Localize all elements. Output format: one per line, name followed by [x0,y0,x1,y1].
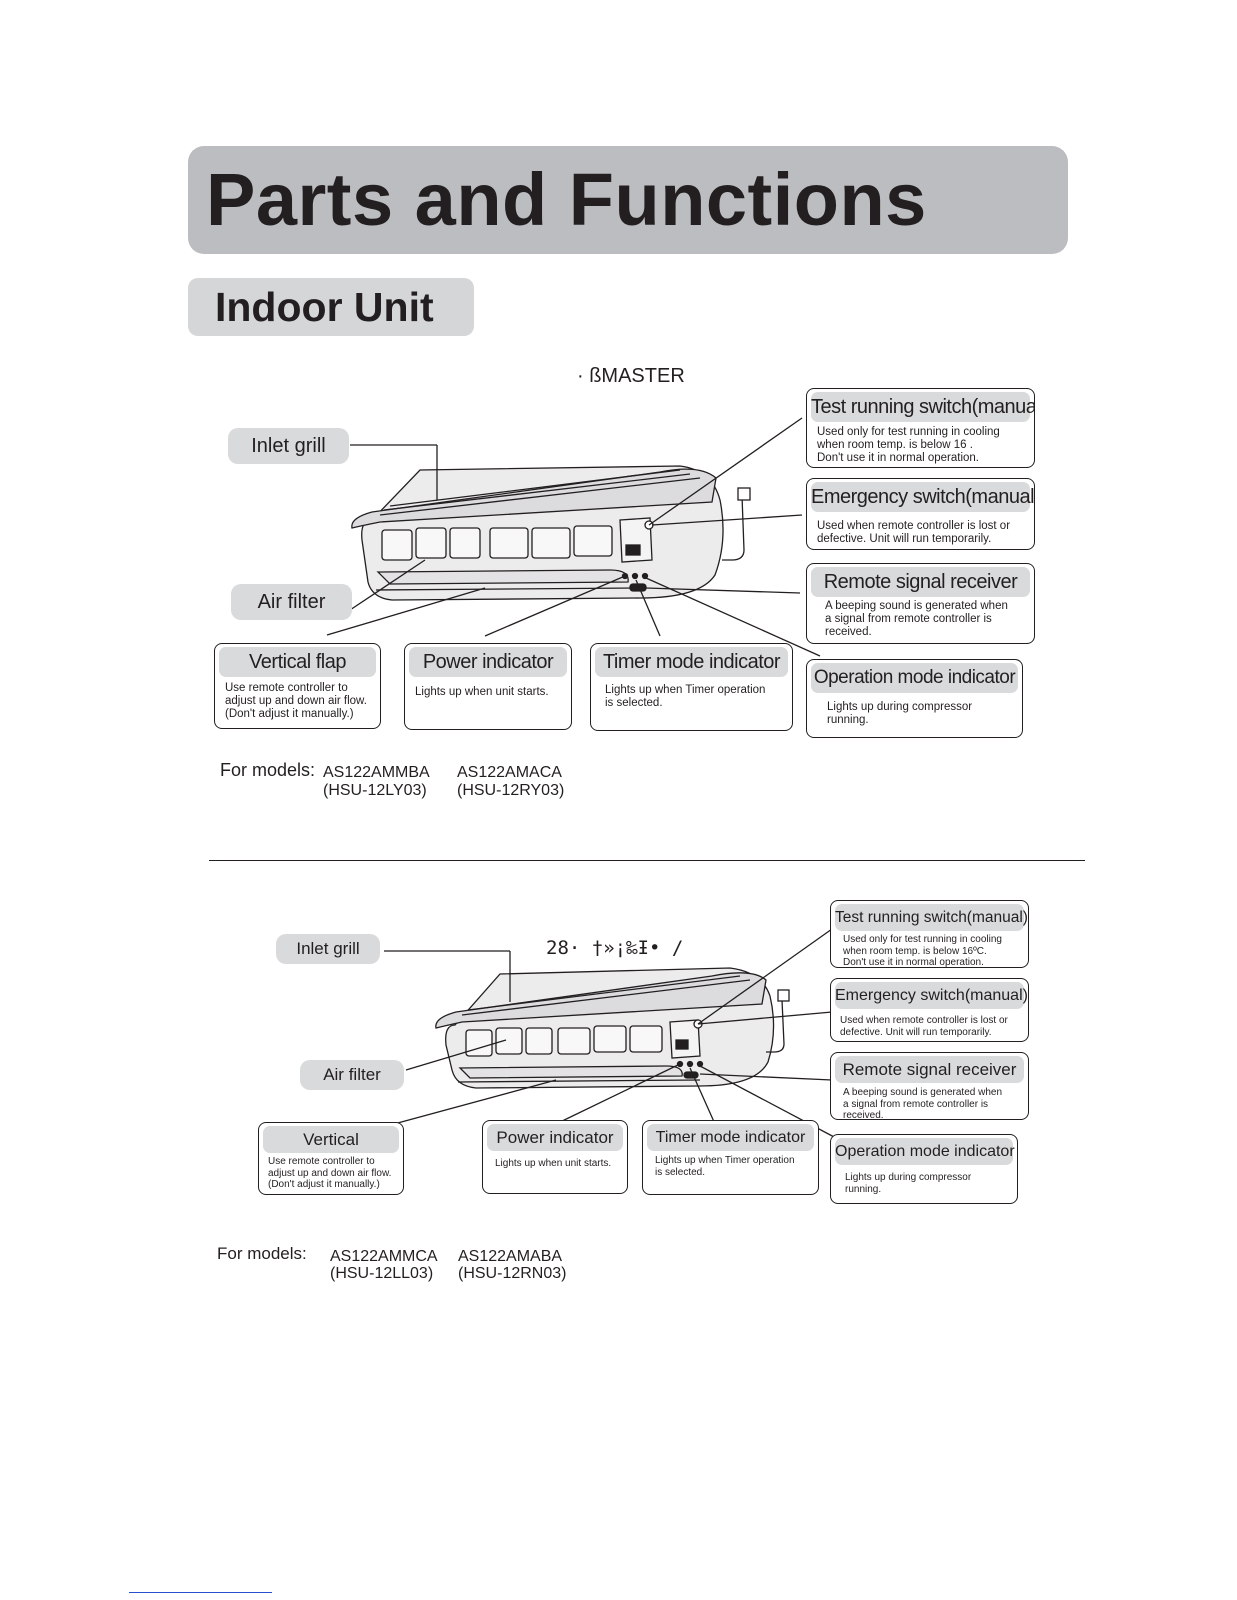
unit2-model-2: AS122AMABA [458,1248,563,1265]
unit2-test-switch-desc: Used only for test running in cooling wh… [843,934,1002,968]
unit1-remote-receiver-box: Remote signal receiver A beeping sound i… [806,563,1035,644]
unit1-operation-indicator-box: Operation mode indicator Lights up durin… [806,659,1023,738]
unit2-operation-indicator-box: Operation mode indicator Lights up durin… [830,1134,1018,1204]
unit2-remote-receiver-box: Remote signal receiver A beeping sound i… [830,1052,1029,1120]
unit2-power-indicator-box: Power indicator Lights up when unit star… [482,1120,628,1194]
unit2-air-filter-label: Air filter [300,1060,404,1090]
unit2-model-1: AS122AMMCA [330,1248,438,1265]
unit1-power-indicator-title: Power indicator [409,647,567,677]
unit1-remote-receiver-desc: A beeping sound is generated when a sign… [825,600,1008,639]
unit2-emergency-switch-box: Emergency switch(manual) Used when remot… [830,978,1029,1042]
unit1-vertical-flap-box: Vertical flap Use remote controller to a… [214,643,381,729]
unit1-timer-indicator-desc: Lights up when Timer operation is select… [605,684,766,710]
unit2-timer-indicator-desc: Lights up when Timer operation is select… [655,1155,795,1178]
unit2-top-label: 28· †»¡‰Ɨ• / [546,937,684,959]
unit2-emergency-switch-title: Emergency switch(manual) [835,982,1028,1009]
unit2-emergency-switch-desc: Used when remote controller is lost or d… [840,1015,1008,1038]
unit1-timer-indicator-box: Timer mode indicator Lights up when Time… [590,643,793,731]
section-title: Indoor Unit [215,284,434,330]
unit1-power-indicator-desc: Lights up when unit starts. [415,686,549,698]
unit2-vertical-flap-box: Vertical Use remote controller to adjust… [258,1122,404,1195]
footer-link-underline[interactable] [129,1592,272,1593]
section-banner [188,278,474,336]
unit1-vertical-flap-desc: Use remote controller to adjust up and d… [225,682,367,721]
unit2-power-indicator-title: Power indicator [487,1124,623,1151]
unit2-operation-indicator-desc: Lights up during compressor running. [845,1172,972,1195]
page-title: Parts and Functions [206,158,927,241]
unit1-air-filter-label: Air filter [231,584,352,620]
unit1-test-switch-desc: Used only for test running in cooling wh… [817,426,1000,465]
unit1-emergency-switch-desc: Used when remote controller is lost or d… [817,520,1011,546]
unit1-top-label: · ßMASTER [577,365,685,387]
unit2-model-1-code: (HSU-12LL03) [330,1265,434,1282]
unit1-model-1: AS122AMMBA [323,764,430,781]
unit2-models-label: For models: [217,1244,307,1263]
unit1-test-switch-box: Test running switch(manual) Used only fo… [806,388,1035,468]
section-divider [209,860,1085,861]
unit2-timer-indicator-box: Timer mode indicator Lights up when Time… [642,1120,819,1195]
unit1-test-switch-title: Test running switch(manual) [811,392,1034,422]
unit1-vertical-flap-title: Vertical flap [219,647,376,677]
unit1-operation-indicator-desc: Lights up during compressor running. [827,701,973,727]
unit2-power-indicator-desc: Lights up when unit starts. [495,1158,612,1169]
unit1-model-1-code: (HSU-12LY03) [323,782,427,799]
unit1-model-2-code: (HSU-12RY03) [457,782,565,799]
unit2-vertical-flap-title: Vertical [263,1126,399,1153]
unit1-timer-indicator-title: Timer mode indicator [595,647,788,677]
unit1-inlet-grill-label: Inlet grill [228,428,349,464]
unit2-inlet-grill-label: Inlet grill [276,934,380,964]
unit2-model-2-code: (HSU-12RN03) [458,1265,567,1282]
unit2-test-switch-title: Test running switch(manual) [835,904,1028,931]
unit2-remote-receiver-title: Remote signal receiver [835,1056,1024,1083]
unit2-timer-indicator-title: Timer mode indicator [647,1124,814,1151]
unit1-model-2: AS122AMACA [457,764,562,781]
unit2-vertical-flap-desc: Use remote controller to adjust up and d… [268,1156,392,1190]
unit1-models-label: For models: [220,760,316,780]
unit1-remote-receiver-title: Remote signal receiver [811,567,1030,597]
unit1-power-indicator-box: Power indicator Lights up when unit star… [404,643,572,730]
unit1-operation-indicator-title: Operation mode indicator [811,663,1018,693]
unit2-operation-indicator-title: Operation mode indicator [835,1138,1015,1165]
unit1-emergency-switch-box: Emergency switch(manual) Used when remot… [806,478,1035,550]
unit1-emergency-switch-title: Emergency switch(manual) [811,482,1034,512]
unit2-remote-receiver-desc: A beeping sound is generated when a sign… [843,1087,1003,1120]
title-banner [188,146,1068,254]
unit2-test-switch-box: Test running switch(manual) Used only fo… [830,900,1029,968]
